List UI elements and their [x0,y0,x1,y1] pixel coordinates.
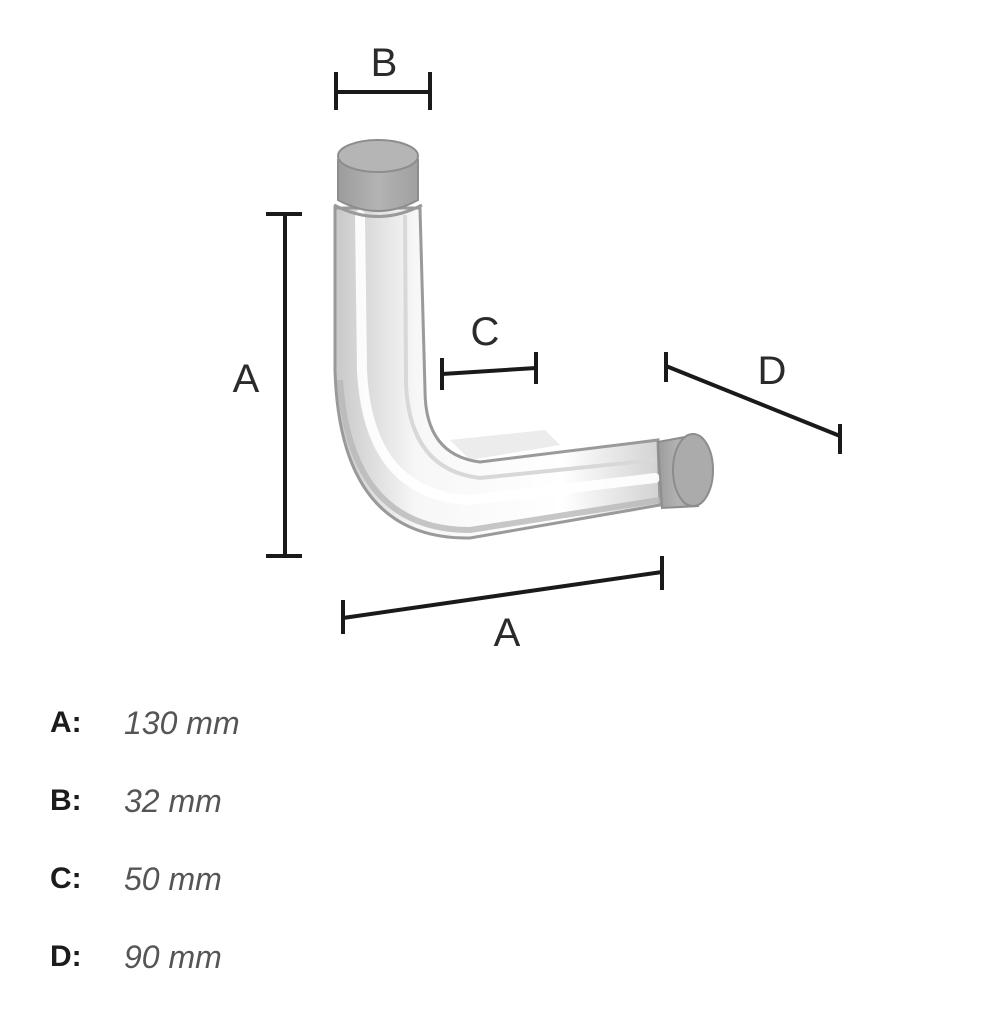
dimension-label-c: C [471,310,500,354]
dimension-label-a-bottom: A [494,611,521,655]
dimension-label-d: D [758,349,787,393]
spec-row-d: D: 90 mm [50,934,650,1012]
spec-value-d: 90 mm [124,939,222,975]
hook-bottom-shade [337,379,661,534]
dimension-spec-list: A: 130 mm B: 32 mm C: 50 mm D: 90 mm [50,700,650,1012]
spec-value-a: 130 mm [124,705,240,741]
hook-tube [333,206,662,540]
dimension-line-a-vertical [266,212,302,558]
dimension-line-a-horizontal [341,556,664,634]
dimension-label-b: B [371,41,398,85]
dimension-label-a-left: A [233,357,260,401]
spec-key-b: B: [50,784,82,817]
spec-key-d: D: [50,940,82,973]
spec-key-c: C: [50,862,82,895]
spec-value-b: 32 mm [124,783,222,819]
top-end-cap [333,139,423,218]
right-end-cap [656,433,714,510]
dimension-line-c [440,352,538,390]
spec-key-a: A: [50,706,82,739]
spec-row-c: C: 50 mm [50,856,650,934]
hook-highlight [355,210,660,506]
spec-row-a: A: 130 mm [50,700,650,778]
hook-inner-shade [403,214,656,481]
hook-illustration [333,139,714,540]
spec-row-b: B: 32 mm [50,778,650,856]
dimension-line-d [664,352,842,454]
dimension-line-b [334,72,432,110]
product-dimension-diagram: B A C D A [233,41,842,655]
spec-value-c: 50 mm [124,861,222,897]
hook-shadow-plate [450,430,560,460]
